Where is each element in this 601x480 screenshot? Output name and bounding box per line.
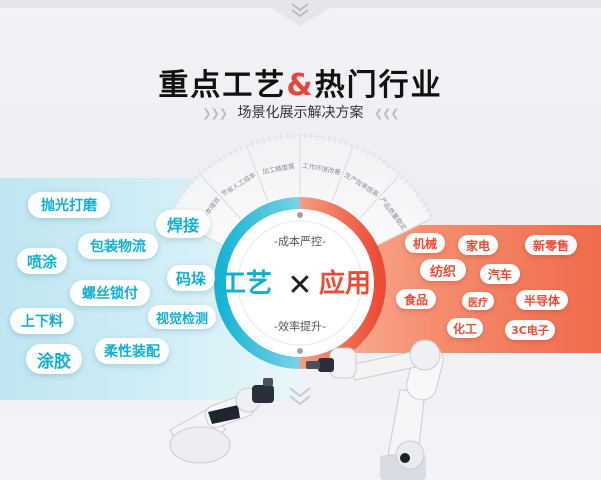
fan-divider xyxy=(331,147,354,202)
fan-divider xyxy=(201,176,241,219)
industry-pill-new-retail[interactable]: 新零售 xyxy=(525,235,577,255)
process-pill-vision-inspection[interactable]: 视觉检测 xyxy=(148,305,216,329)
industry-pill-machinery[interactable]: 机械 xyxy=(405,233,445,253)
subtitle-row: ❯❯❯ 场景化展示解决方案 ❮❮❮ xyxy=(0,102,601,122)
industry-pill-appliances[interactable]: 家电 xyxy=(458,235,498,255)
title-ampersand: & xyxy=(286,68,315,103)
cost-control-caption: -成本严控- xyxy=(274,234,326,248)
chevron-down-icon[interactable] xyxy=(291,3,309,18)
chevron-down-icon xyxy=(289,387,311,406)
efficiency-caption: -效率提升- xyxy=(274,319,326,333)
process-pill-packaging[interactable]: 包装物流 xyxy=(78,233,158,259)
cross-icon: ✕ xyxy=(287,268,312,303)
subtitle: 场景化展示解决方案 xyxy=(237,105,364,121)
process-pill-loading[interactable]: 上下料 xyxy=(10,308,74,334)
industry-pill-textile[interactable]: 纺织 xyxy=(420,259,466,281)
right-robot-arm xyxy=(306,339,444,480)
top-notch xyxy=(0,0,601,26)
process-pill-screw-locking[interactable]: 螺丝锁付 xyxy=(70,280,150,306)
fan-divider xyxy=(359,176,399,219)
process-pill-welding[interactable]: 焊接 xyxy=(156,210,210,238)
fan-divider xyxy=(378,218,431,245)
industry-pill-semiconductor[interactable]: 半导体 xyxy=(516,290,568,310)
process-pill-polishing[interactable]: 抛光打磨 xyxy=(28,192,110,218)
industry-pill-automotive[interactable]: 汽车 xyxy=(480,264,520,284)
fan-divider xyxy=(246,147,269,202)
title-part-2: 热门行业 xyxy=(314,68,443,103)
center-word-application: 应用 xyxy=(319,268,371,299)
industry-pill-medical[interactable]: 医疗 xyxy=(462,292,494,310)
process-pill-spraying[interactable]: 喷涂 xyxy=(17,248,67,274)
chevrons-left-icon: ❮❮❮ xyxy=(373,107,400,120)
chevrons-right-icon: ❯❯❯ xyxy=(202,107,228,120)
page-title: 重点工艺&热门行业 xyxy=(0,60,601,104)
industry-pill-chemical[interactable]: 化工 xyxy=(447,318,483,338)
left-robot-arm xyxy=(169,378,274,464)
process-pill-flexible-assembly[interactable]: 柔性装配 xyxy=(95,338,169,364)
process-pill-gluing[interactable]: 涂胶 xyxy=(26,344,82,374)
center-word-process: 工艺 xyxy=(220,269,272,299)
industry-pill-food[interactable]: 食品 xyxy=(396,289,436,309)
title-part-1: 重点工艺 xyxy=(158,68,287,103)
process-pill-palletizing[interactable]: 码垛 xyxy=(167,265,215,291)
center-disc xyxy=(220,203,380,363)
industry-pill-3c-electronics[interactable]: 3C电子 xyxy=(505,320,555,340)
